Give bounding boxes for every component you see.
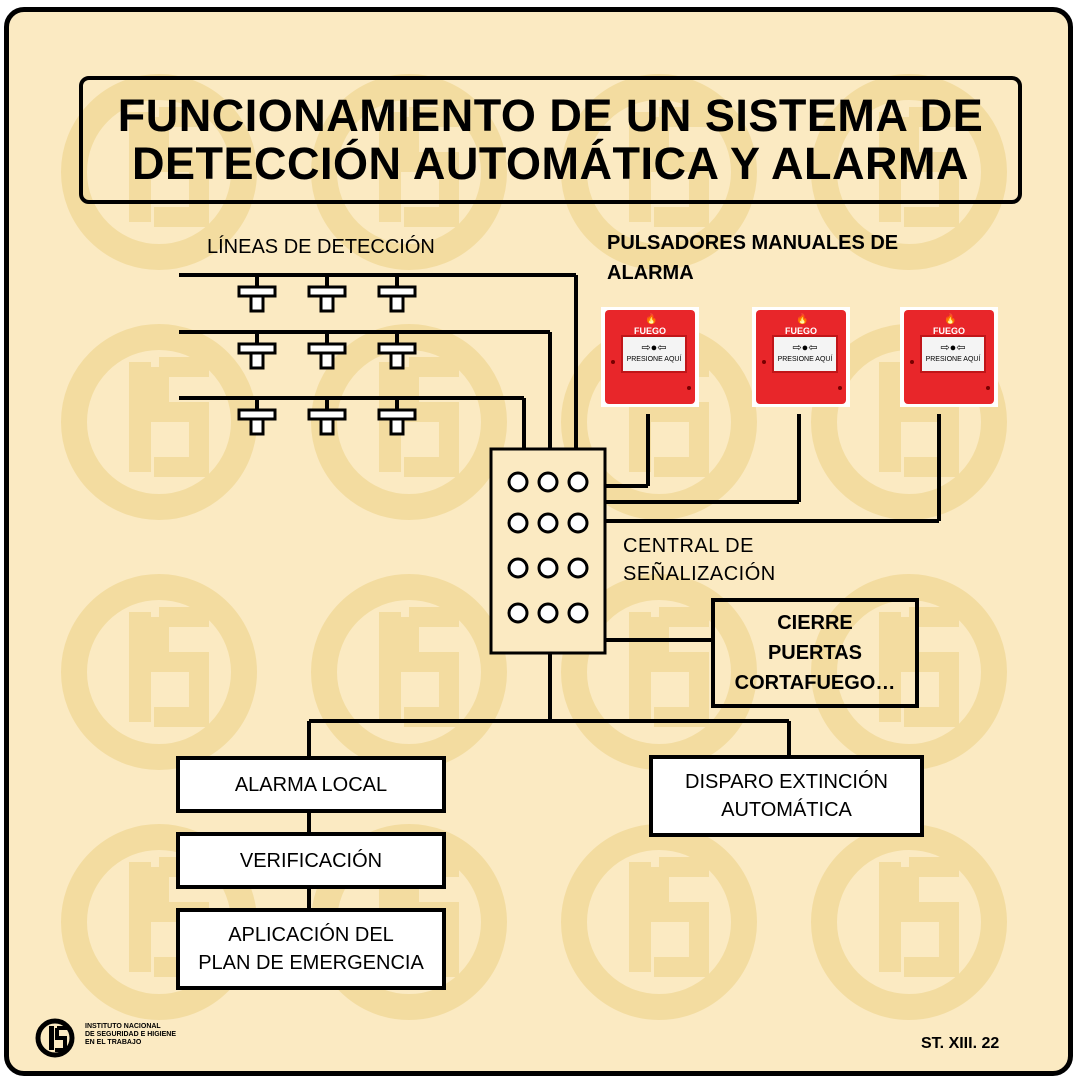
screw-icon (910, 360, 914, 364)
watermark-logo-icon (811, 74, 1007, 270)
disparo-line-1: DISPARO EXTINCIÓN (685, 771, 888, 793)
title-line-2: DETECCIÓN AUTOMÁTICA Y ALARMA (131, 138, 969, 189)
indicator-light-icon (507, 557, 529, 579)
pulsador-manual-2: 🔥 FUEGO ⇨●⇦ PRESIONE AQUÍ (752, 307, 850, 407)
central-label: CENTRAL DE SEÑALIZACIÓN (623, 532, 776, 588)
cierre-line-3: CORTAFUEGO… (734, 672, 896, 694)
indicator-light-icon (567, 557, 589, 579)
watermark-logo-icon (811, 824, 1007, 1020)
cierre-line-2: PUERTAS (767, 642, 863, 664)
pulsador-window: ⇨●⇦ PRESIONE AQUÍ (772, 335, 838, 373)
pulsador-window: ⇨●⇦ PRESIONE AQUÍ (920, 335, 986, 373)
poster: FUNCIONAMIENTO DE UN SISTEMA DE DETECCIÓ… (4, 7, 1073, 1076)
cierre-puertas-box: CIERRE PUERTAS CORTAFUEGO… (711, 598, 919, 708)
watermark-logo-icon (61, 74, 257, 270)
pulsador-window: ⇨●⇦ PRESIONE AQUÍ (621, 335, 687, 373)
watermark-logo-icon (561, 74, 757, 270)
screw-icon (838, 386, 842, 390)
pulsador-fuego-label: FUEGO (932, 326, 965, 336)
smoke-detector-icon (237, 332, 277, 370)
title-box: FUNCIONAMIENTO DE UN SISTEMA DE DETECCIÓ… (79, 76, 1022, 204)
verificacion-label: VERIFICACIÓN (239, 849, 383, 872)
fire-icon: 🔥 (944, 314, 957, 325)
title-line-1: FUNCIONAMIENTO DE UN SISTEMA DE (117, 90, 984, 141)
aplicacion-line-2: PLAN DE EMERGENCIA (198, 952, 424, 974)
pulsador-presione-label: PRESIONE AQUÍ (626, 356, 682, 363)
alarma-local-label: ALARMA LOCAL (234, 773, 388, 796)
indicator-light-icon (507, 471, 529, 493)
disparo-extincion-box: DISPARO EXTINCIÓN AUTOMÁTICA (649, 755, 924, 837)
logo-text-line-2: DE SEGURIDAD E HIGIENE (85, 1031, 177, 1038)
watermark-logo-icon (61, 574, 257, 770)
disparo-line-2: AUTOMÁTICA (721, 799, 852, 821)
screw-icon (762, 360, 766, 364)
central-label-line-2: SEÑALIZACIÓN (623, 563, 776, 585)
indicator-light-icon (567, 602, 589, 624)
pulsador-fuego-label: FUEGO (633, 326, 666, 336)
screw-icon (986, 386, 990, 390)
smoke-detector-icon (237, 398, 277, 436)
aplicacion-plan-box: APLICACIÓN DEL PLAN DE EMERGENCIA (176, 908, 446, 990)
alarma-local-box: ALARMA LOCAL (176, 756, 446, 813)
lineas-deteccion-label: LÍNEAS DE DETECCIÓN (207, 236, 435, 258)
indicator-light-icon (507, 512, 529, 534)
indicator-light-icon (567, 512, 589, 534)
indicator-light-icon (567, 471, 589, 493)
indicator-light-icon (537, 512, 559, 534)
smoke-detector-icon (307, 332, 347, 370)
pulsador-manual-1: 🔥 FUEGO ⇨●⇦ PRESIONE AQUÍ (601, 307, 699, 407)
smoke-detector-icon (377, 398, 417, 436)
press-arrows-icon: ⇨●⇦ (940, 342, 966, 354)
press-arrows-icon: ⇨●⇦ (641, 342, 667, 354)
indicator-light-icon (537, 557, 559, 579)
screw-icon (611, 360, 615, 364)
pulsador-presione-label: PRESIONE AQUÍ (925, 356, 981, 363)
smoke-detector-icon (377, 332, 417, 370)
central-senalizacion (489, 447, 607, 655)
verificacion-box: VERIFICACIÓN (176, 832, 446, 889)
logo-text-line-3: EN EL TRABAJO (85, 1039, 142, 1046)
sheet-code: ST. XIII. 22 (921, 1035, 1000, 1052)
logo-text-line-1: INSTITUTO NACIONAL (85, 1023, 161, 1030)
press-arrows-icon: ⇨●⇦ (792, 342, 818, 354)
fire-icon: 🔥 (645, 314, 658, 325)
screw-icon (687, 386, 691, 390)
pulsadores-label: PULSADORES MANUALES DE ALARMA (607, 228, 898, 288)
aplicacion-line-1: APLICACIÓN DEL (228, 924, 394, 946)
indicator-light-icon (537, 471, 559, 493)
watermark-logo-icon (61, 324, 257, 520)
watermark-logo-icon (311, 74, 507, 270)
pulsador-fuego-label: FUEGO (784, 326, 817, 336)
cierre-line-1: CIERRE (777, 612, 853, 634)
diagram-wiring (179, 273, 941, 908)
watermark-logo-icon (561, 824, 757, 1020)
pulsador-manual-3: 🔥 FUEGO ⇨●⇦ PRESIONE AQUÍ (900, 307, 998, 407)
central-label-line-1: CENTRAL DE (623, 535, 754, 557)
insht-logo-icon (35, 1018, 75, 1058)
pulsadores-label-line-2: ALARMA (607, 262, 694, 284)
pulsador-presione-label: PRESIONE AQUÍ (777, 356, 833, 363)
fire-icon: 🔥 (796, 314, 809, 325)
pulsadores-label-line-1: PULSADORES MANUALES DE (607, 232, 899, 254)
smoke-detector-icon (377, 275, 417, 313)
indicator-light-icon (537, 602, 559, 624)
indicator-light-icon (507, 602, 529, 624)
smoke-detector-icon (307, 398, 347, 436)
smoke-detector-icon (237, 275, 277, 313)
smoke-detector-icon (307, 275, 347, 313)
insht-logo-text: INSTITUTO NACIONAL DE SEGURIDAD E HIGIEN… (85, 1023, 176, 1047)
